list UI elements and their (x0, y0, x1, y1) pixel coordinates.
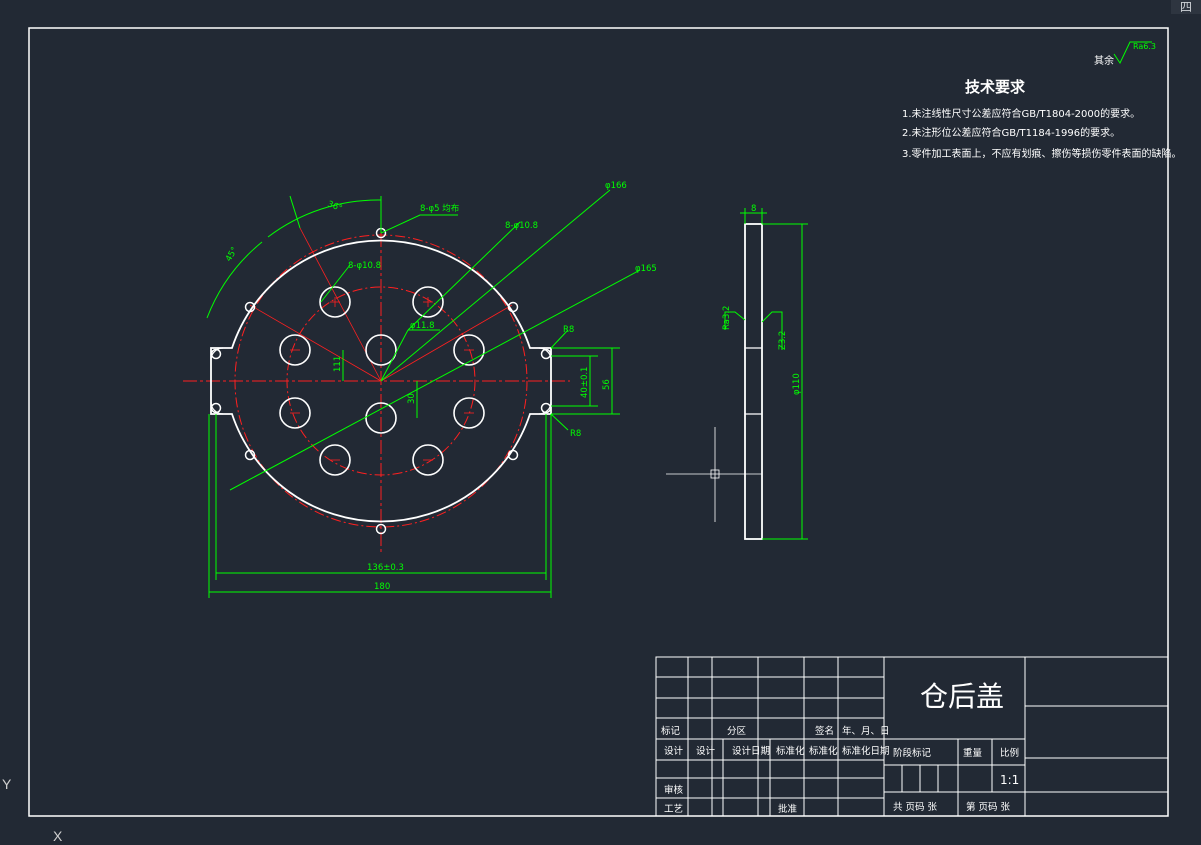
tech-item: 1.未注线性尺寸公差应符合GB/T1804-2000的要求。 (902, 107, 1140, 120)
tech-requirements: 技术要求 1.未注线性尺寸公差应符合GB/T1804-2000的要求。 2.未注… (902, 78, 1182, 160)
dim-dia-166: φ166 (605, 181, 627, 191)
tb-stage-mark: 阶段标记 (893, 747, 932, 759)
side-dia: φ110 (792, 373, 802, 395)
dim-r8-bottom: R8 (570, 429, 581, 439)
dim-hole-top: 8-φ10.8 (505, 221, 538, 231)
part-name: 仓后盖 (920, 680, 1004, 713)
tb-design: 设计 (696, 745, 716, 757)
tb-label: 标记 (661, 725, 681, 737)
drawing-border (28, 27, 1169, 817)
large-holes (279, 286, 485, 476)
tb-approve: 批准 (778, 803, 798, 815)
tb-design: 标准化日期 (842, 745, 890, 757)
side-ra32: Ra3.2 (722, 306, 732, 330)
tb-design: 设计日期 (732, 745, 770, 757)
tb-design: 设计 (664, 745, 684, 757)
dim-180: 180 (374, 582, 390, 592)
tb-design: 标准化 (809, 745, 838, 757)
dim-angle-45: 45° (224, 245, 240, 263)
tb-label: 分区 (727, 726, 747, 737)
dim-dia-165: φ165 (635, 264, 657, 274)
tb-sheet-no: 第 页码 张 (966, 801, 1011, 813)
tb-review: 审核 (664, 784, 684, 796)
tb-label: 签名 (815, 725, 834, 737)
dim-30: 30 (407, 393, 417, 404)
dim-width-40: 40±0.1 (580, 367, 590, 398)
tb-scale-value: 1:1 (1000, 773, 1019, 787)
dim-angle-36: 36° (326, 199, 344, 214)
side-view: 8 Ra3.2 Z3.2 φ110 (666, 204, 808, 540)
tb-weight: 重量 (963, 747, 983, 759)
dim-center-hole: φ11.8 (410, 321, 435, 331)
tech-item: 3.零件加工表面上，不应有划痕、擦伤等损伤零件表面的缺陷。 (902, 147, 1182, 160)
ucs-y-label: Y (2, 776, 12, 792)
sheet-tab[interactable]: 四 (1171, 0, 1201, 14)
dimension-lines (206, 189, 641, 598)
front-view: 36° 45° 8-φ5 均布 8-φ10.8 8-φ10.8 φ11.8 φ1… (183, 181, 657, 598)
dim-holes-large: 8-φ10.8 (348, 261, 381, 271)
title-block-text: 仓后盖 标记 分区 签名 年、月、日 设计 设计 设计日期 标准化 标准化 标准… (661, 680, 1019, 815)
roughness-prefix: 其余 (1094, 54, 1114, 67)
title-block (655, 656, 1169, 817)
tb-scale-label: 比例 (1000, 747, 1019, 759)
tb-label: 年、月、日 (842, 725, 890, 737)
dim-111: 111 (333, 356, 343, 372)
dim-holes-small: 8-φ5 均布 (420, 203, 459, 214)
dim-136: 136±0.3 (367, 563, 404, 573)
dim-r8-top: R8 (563, 325, 574, 335)
side-thickness: 8 (751, 204, 756, 214)
roughness-note: 其余 Ra6.3 (1094, 41, 1156, 67)
tb-process: 工艺 (664, 804, 683, 815)
tech-item: 2.未注形位公差应符合GB/T1184-1996的要求。 (902, 126, 1120, 139)
tb-sheets-total: 共 页码 张 (893, 802, 938, 813)
tb-design: 标准化 (776, 745, 805, 757)
ucs-x-label: X (53, 828, 63, 844)
side-ra-right: Z3.2 (778, 331, 788, 350)
roughness-value: Ra6.3 (1133, 42, 1156, 51)
dim-width-56: 56 (602, 379, 612, 390)
tech-title: 技术要求 (965, 78, 1026, 96)
